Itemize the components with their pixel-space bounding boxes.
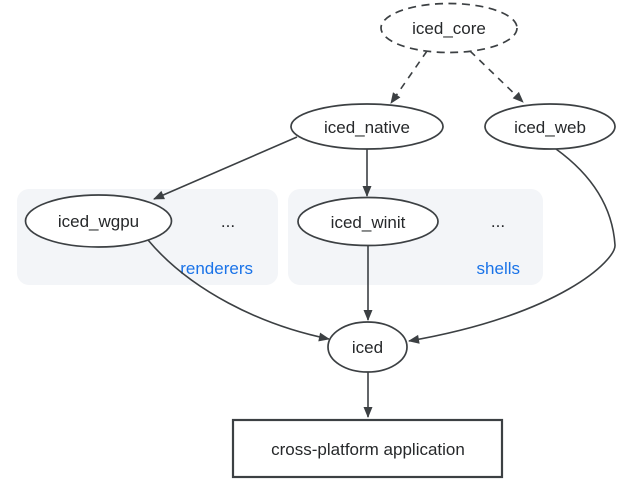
iced_core-label: iced_core — [412, 19, 486, 38]
edge-iced_core-iced_web — [469, 50, 524, 103]
iced-label: iced — [352, 338, 383, 357]
shells-group-label: shells — [477, 259, 520, 278]
iced_native-node — [290, 103, 444, 150]
renderers-ellipsis: ... — [221, 212, 235, 231]
iced-node — [327, 321, 408, 373]
iced_web-label: iced_web — [514, 118, 586, 137]
shells-ellipsis: ... — [491, 212, 505, 231]
iced_web-node — [484, 103, 616, 150]
iced_winit-node — [297, 196, 439, 247]
edge-iced_web-iced — [408, 148, 616, 344]
iced_winit-label: iced_winit — [331, 213, 406, 232]
iced_core-node — [380, 2, 518, 54]
renderers-group-label: renderers — [180, 259, 253, 278]
app-label: cross-platform application — [271, 440, 465, 459]
iced_wgpu-node — [24, 194, 173, 248]
edge-iced_native-iced_wgpu — [153, 136, 298, 200]
iced_wgpu-label: iced_wgpu — [58, 212, 139, 231]
edge-iced_core-iced_native — [390, 50, 428, 104]
iced_native-label: iced_native — [324, 118, 410, 137]
app-node — [231, 418, 504, 479]
edge-iced_wgpu-iced — [147, 239, 330, 342]
